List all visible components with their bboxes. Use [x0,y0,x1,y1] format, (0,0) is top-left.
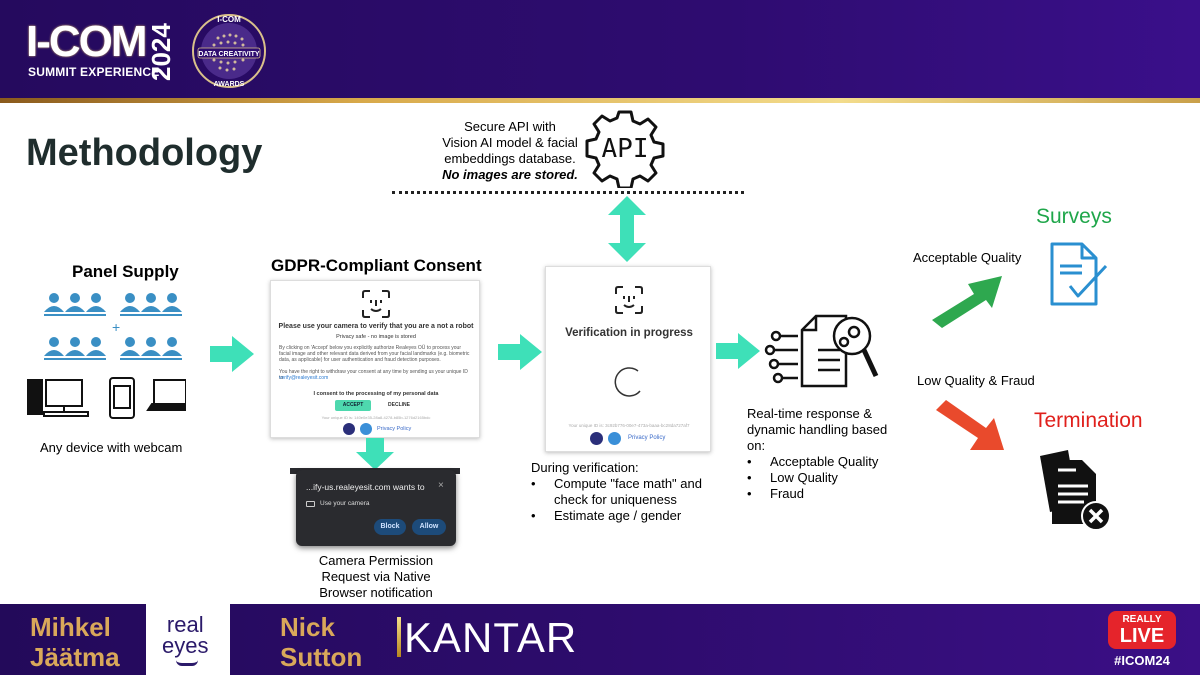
decline-button[interactable]: DECLINE [388,402,410,408]
response-bullet: •Low Quality [747,470,838,485]
icom-logo: I-COM [26,17,148,66]
verification-privacy-link[interactable]: Privacy Policy [628,435,666,441]
svg-text:DATA CREATIVITY: DATA CREATIVITY [198,51,260,58]
verification-caption: During verification: •Compute "face math… [531,460,721,524]
popup-permission: Use your camera [320,500,370,507]
block-button[interactable]: Block [374,519,406,535]
popup-close-icon[interactable]: × [438,480,444,491]
panel-supply-title: Panel Supply [72,262,179,281]
verification-card: Verification in progress Your unique ID … [545,266,711,452]
api-line-1: Secure API with [464,119,556,134]
consent-card-body: By clicking on 'Accept' below you explic… [279,345,470,363]
popup-site: ...ify-us.realeyesit.com wants to [306,482,425,492]
popup-caption-line-2: Request via Native [321,569,431,584]
svg-text:I-COM: I-COM [217,15,241,24]
popup-caption-line-3: Browser notification [319,585,433,600]
gdpr-badge-icon [343,423,355,435]
api-gear-icon: API [584,106,666,190]
api-line-3: embeddings database. [444,151,576,166]
acceptable-quality-label: Acceptable Quality [913,250,1022,265]
termination-title: Termination [1034,409,1143,432]
iso-badge-icon [360,423,372,435]
camera-icon [306,501,315,507]
document-analysis-icon [764,314,879,388]
hashtag: #ICOM24 [1114,653,1170,668]
consent-card-heading: Please use your camera to verify that yo… [278,323,474,330]
header-banner [0,0,1200,98]
svg-text:API: API [602,134,649,164]
double-arrow-icon [608,196,646,262]
verification-bullet: •Compute "face math" and check for uniqu… [531,476,702,507]
consent-privacy-link[interactable]: Privacy Policy [377,426,412,432]
verification-bullet: •Estimate age / gender [531,508,682,523]
consent-card: Please use your camera to verify that yo… [270,280,480,438]
kantar-mark [397,617,401,657]
surveys-title: Surveys [1036,205,1112,228]
accept-button[interactable]: ACCEPT [335,400,371,411]
low-quality-fraud-label: Low Quality & Fraud [917,373,1035,388]
really-live-badge: REALLY LIVE [1108,611,1176,649]
response-bullet: •Fraud [747,486,804,501]
face-id-icon [615,286,643,314]
svg-text:AWARDS: AWARDS [214,81,245,88]
api-line-2: Vision AI model & facial [442,135,578,150]
flow-arrow-icon [210,336,254,372]
gold-divider [0,98,1200,103]
loading-spinner-icon [614,367,641,397]
response-bullet: •Acceptable Quality [747,454,879,469]
verification-caption-title: During verification: [531,460,639,475]
api-description: Secure API with Vision AI model & facial… [430,119,590,183]
security-boundary-line [392,191,744,194]
consent-unique-id: Your unique ID is: 140e0e35-28a8-4278-b8… [321,415,431,420]
icom-logo-subtitle: SUMMIT EXPERIENCE [28,65,160,79]
flow-arrow-icon [716,333,760,369]
consent-checkbox-label: I consent to the processing of my person… [313,391,439,397]
slide-title: Methodology [26,132,263,174]
gdpr-badge-icon [590,432,603,445]
consent-card-withdraw: You have the right to withdraw your cons… [279,369,468,381]
survey-check-document-icon [1050,242,1108,306]
panel-supply-caption: Any device with webcam [40,440,183,455]
up-right-arrow-icon [932,276,1002,328]
panel-people-icon: + [44,293,182,360]
response-caption-text: Real-time response & dynamic handling ba… [747,406,888,453]
verification-unique-id: Your unique ID is: 3c92b776-00e7-473a-ba… [568,423,690,428]
down-right-arrow-icon [936,400,1004,450]
iso-badge-icon [608,432,621,445]
terminated-document-icon [1040,450,1111,531]
kantar-logo: KANTAR [404,614,578,661]
face-id-icon [362,290,390,318]
devices-icon [27,377,186,419]
allow-button[interactable]: Allow [412,519,446,535]
popup-caption-line-1: Camera Permission [318,553,434,568]
icom-year: 2024 [146,23,176,81]
globe-icon: DATA CREATIVITY I-COM AWARDS [192,14,266,88]
verification-heading: Verification in progress [565,327,693,339]
svg-text:+: + [112,319,120,335]
flow-arrow-icon [498,334,542,370]
consent-title: GDPR-Compliant Consent [271,256,482,275]
api-emphasis: No images are stored. [442,167,578,182]
popup-caption: Camera Permission Request via Native Bro… [296,553,456,601]
data-creativity-awards-logo: DATA CREATIVITY I-COM AWARDS [190,12,268,90]
response-caption: Real-time response & dynamic handling ba… [747,406,907,502]
consent-card-sub: Privacy safe - no image is stored [336,334,416,340]
camera-permission-popup: ...ify-us.realeyesit.com wants to × Use … [296,470,456,546]
consent-email-link[interactable]: verify@realeyesit.com [279,375,329,381]
down-arrow-icon [356,438,394,470]
